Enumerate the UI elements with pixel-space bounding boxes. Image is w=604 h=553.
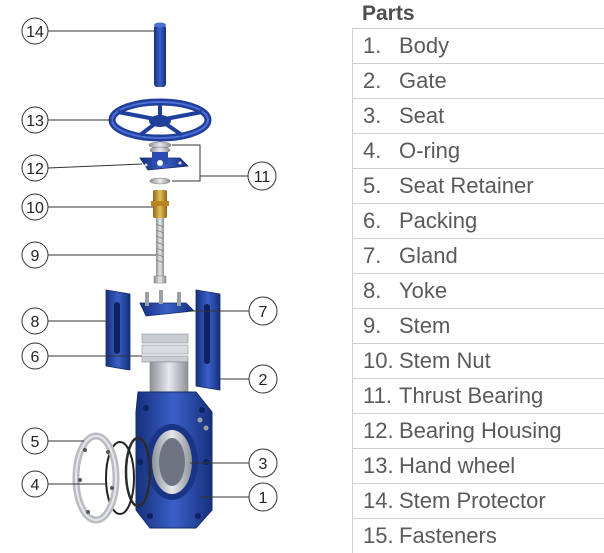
part-number: 7.	[363, 243, 382, 268]
callout-10-label: 10	[26, 200, 44, 217]
callout-1: 1	[248, 482, 278, 512]
callout-4-label: 4	[31, 477, 40, 494]
callout-2: 2	[248, 364, 278, 394]
part-row: 15.Fasteners	[352, 519, 604, 553]
part-number: 15.	[363, 523, 394, 548]
callout-6-label: 6	[31, 349, 40, 366]
part-name: Stem Nut	[399, 348, 491, 373]
part-name: Thrust Bearing	[399, 383, 544, 408]
part-row: 14.Stem Protector	[352, 484, 604, 519]
bearing-housing	[139, 152, 189, 171]
seat-retainer	[72, 432, 120, 524]
part-row: 13.Hand wheel	[352, 449, 604, 484]
parts-legend: Parts 1. Body 2. Gate 3. Seat 4. O-ring 5. Se…	[352, 0, 604, 553]
callout-1-label: 1	[259, 490, 268, 507]
part-row: 3. Seat	[352, 99, 604, 134]
part-name: Gate	[399, 68, 447, 93]
part-row: 10.Stem Nut	[352, 344, 604, 379]
part-row: 8. Yoke	[352, 274, 604, 309]
part-name: Seat Retainer	[399, 173, 534, 198]
part-name: Gland	[399, 243, 458, 268]
part-number: 10.	[363, 348, 394, 373]
part-number: 8.	[363, 278, 382, 303]
callout-13-label: 13	[26, 113, 44, 130]
part-name: O-ring	[399, 138, 461, 163]
callout-7: 7	[248, 296, 278, 326]
hand-wheel	[108, 98, 212, 142]
callout-12: 12	[21, 154, 49, 182]
part-number: 6.	[363, 208, 382, 233]
part-row: 1. Body	[352, 29, 604, 64]
callout-8: 8	[21, 307, 49, 335]
part-number: 13.	[363, 453, 394, 478]
part-number: 4.	[363, 138, 382, 163]
callout-14: 14	[21, 17, 49, 45]
part-name: Hand wheel	[399, 453, 516, 478]
callout-11: 11	[247, 161, 277, 191]
part-name: Stem	[399, 313, 451, 338]
part-number: 3.	[363, 103, 382, 128]
part-name: Packing	[399, 208, 478, 233]
stem-nut	[151, 190, 169, 218]
callout-13: 13	[21, 106, 49, 134]
callout-5-label: 5	[31, 434, 40, 451]
part-name: Fasteners	[399, 523, 497, 548]
callout-4: 4	[21, 470, 49, 498]
callout-5: 5	[21, 427, 49, 455]
callout-9: 9	[21, 241, 49, 269]
o-ring	[105, 441, 135, 515]
callout-3-label: 3	[259, 456, 268, 473]
seat	[124, 436, 152, 508]
body	[135, 391, 213, 529]
part-row: 6. Packing	[352, 204, 604, 239]
callout-9-label: 9	[31, 248, 40, 265]
part-row: 7. Gland	[352, 239, 604, 274]
parts-title: Parts	[362, 2, 415, 25]
callout-3: 3	[248, 448, 278, 478]
valve-exploded-diagram: 14 13 12 11 10 9 8 7 6 2 5 3 4 1	[21, 17, 278, 529]
part-number: 1.	[363, 33, 382, 58]
part-name: Yoke	[399, 278, 448, 303]
part-name: Bearing Housing	[399, 418, 562, 443]
part-row: 12.Bearing Housing	[352, 414, 604, 449]
gland	[139, 290, 195, 317]
callout-12-label: 12	[26, 161, 44, 178]
part-number: 2.	[363, 68, 382, 93]
part-row: 11. Thrust Bearing	[352, 379, 604, 414]
part-number: 14.	[363, 488, 394, 513]
callout-6: 6	[21, 342, 49, 370]
stem	[153, 218, 167, 284]
part-row: 4. O-ring	[352, 134, 604, 169]
parts-list: 1. Body 2. Gate 3. Seat 4. O-ring 5. Seat Ret…	[352, 28, 604, 553]
leader-lines	[47, 30, 249, 498]
part-number: 5.	[363, 173, 382, 198]
callout-8-label: 8	[31, 314, 40, 331]
packing	[141, 333, 189, 363]
callout-11-label: 11	[254, 169, 271, 186]
part-row: 5. Seat Retainer	[352, 169, 604, 204]
callout-2-label: 2	[259, 372, 268, 389]
stem-protector	[154, 22, 166, 87]
callout-14-label: 14	[26, 24, 44, 41]
part-name: Body	[399, 33, 450, 58]
part-number: 12.	[363, 418, 394, 443]
part-number: 11.	[363, 383, 392, 408]
part-name: Stem Protector	[399, 488, 546, 513]
part-number: 9.	[363, 313, 382, 338]
part-name: Seat	[399, 103, 445, 128]
part-row: 2. Gate	[352, 64, 604, 99]
callout-10: 10	[21, 193, 49, 221]
callout-7-label: 7	[259, 304, 268, 321]
part-row: 9. Stem	[352, 309, 604, 344]
yoke	[105, 289, 221, 391]
